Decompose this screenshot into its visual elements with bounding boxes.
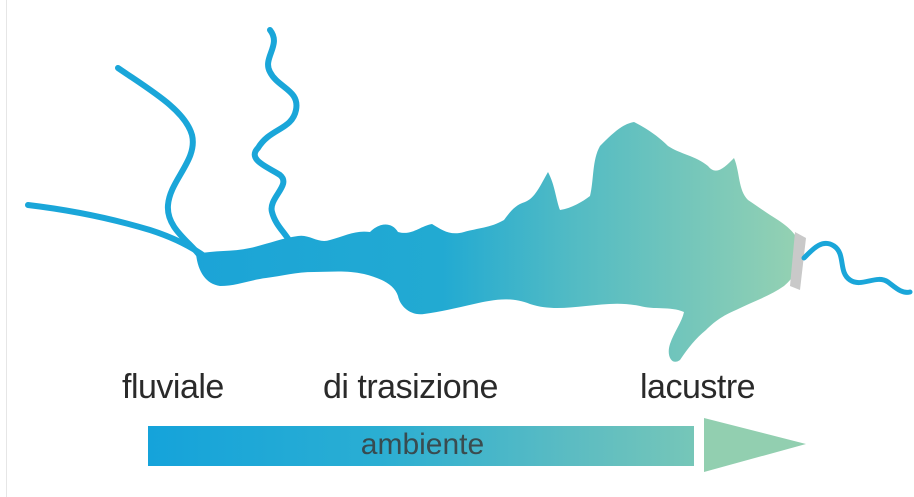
inflow-river-north [115,65,203,259]
zone-label-lacustre: lacustre [640,368,756,406]
zone-label-fluviale: fluviale [122,368,224,406]
zone-label-transizione: di trasizione [323,368,498,406]
left-divider [6,0,7,497]
arrow-head-icon [704,418,806,472]
axis-label-ambiente: ambiente [360,428,485,461]
inflow-river-meander [251,27,300,251]
gradient-bar [148,426,694,466]
inflow-river-west [25,202,215,265]
outflow-river [801,240,913,295]
dam [790,232,806,290]
reservoir-body [196,122,801,362]
